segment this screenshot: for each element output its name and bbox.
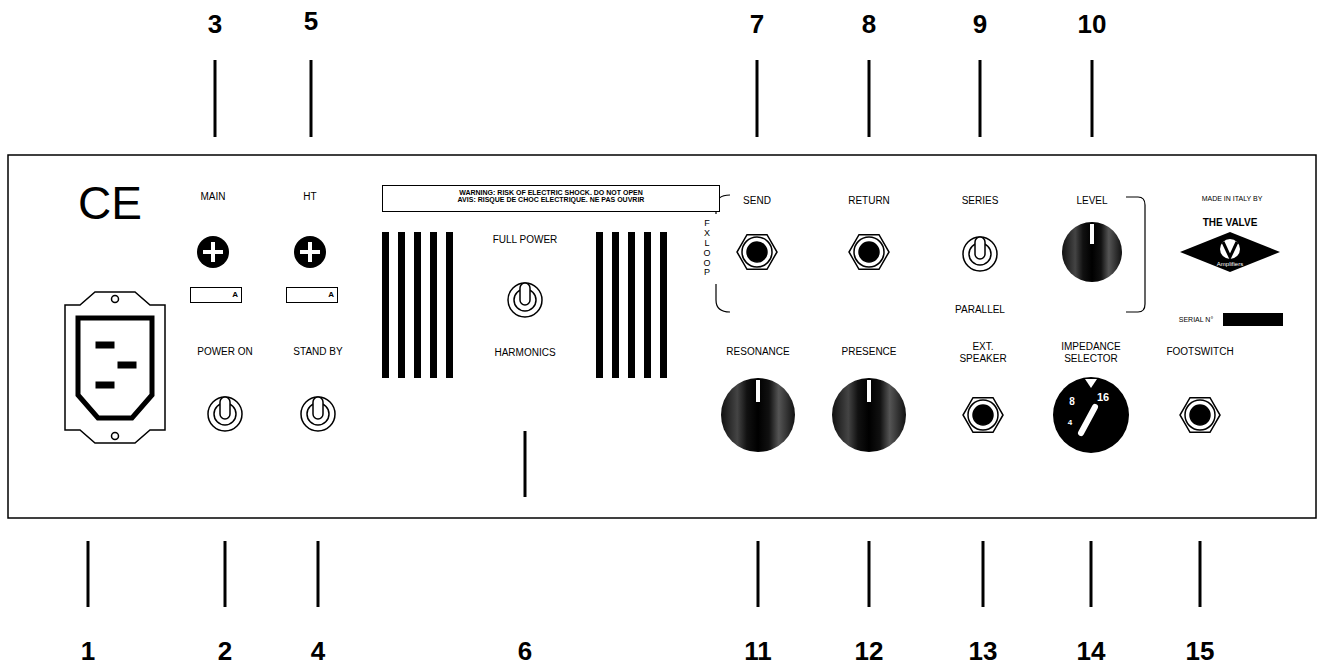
callout-number: 11 — [744, 637, 772, 667]
fuse-rating: A — [193, 291, 238, 299]
callout-number: 12 — [855, 637, 884, 667]
dial-value: 16 — [1097, 391, 1109, 404]
callout-number: 15 — [1186, 637, 1215, 667]
panel-outline — [8, 155, 1316, 518]
panel-label: FOOTSWITCH — [1166, 346, 1233, 358]
fuse-holders — [197, 236, 326, 268]
brand-text: MADE IN ITALY BY — [1202, 195, 1263, 203]
callout-number: 8 — [862, 10, 876, 40]
callout-number: 9 — [973, 10, 987, 40]
callout-number: 10 — [1078, 10, 1107, 40]
panel-label: PRESENCE — [841, 346, 896, 358]
callout-number: 6 — [518, 637, 532, 667]
panel-label: SEND — [743, 195, 771, 207]
group-brackets — [716, 195, 1145, 312]
warning-box: WARNING: RISK OF ELECTRIC SHOCK. DO NOT … — [382, 185, 720, 212]
panel-label: IMPEDANCE SELECTOR — [1043, 341, 1139, 364]
panel-label: HT — [303, 191, 316, 203]
panel-label: MAIN — [201, 191, 226, 203]
vent-slots — [382, 232, 667, 378]
panel-label: HARMONICS — [494, 347, 555, 359]
callout-number: 5 — [304, 7, 318, 37]
fuse-rating: A — [289, 291, 334, 299]
fuse-rating-box: A — [286, 287, 338, 303]
callout-number: 2 — [218, 637, 232, 667]
dial-value: 4 — [1068, 418, 1072, 427]
panel-label: PARALLEL — [955, 304, 1005, 316]
panel-label: POWER ON — [197, 346, 253, 358]
iec-socket — [65, 292, 165, 443]
brand-name: THE VALVE — [1203, 217, 1258, 229]
leader-lines — [88, 60, 1200, 607]
ce-mark: CE — [78, 177, 142, 230]
panel-label: EXT. SPEAKER — [952, 341, 1014, 364]
panel-label: STAND BY — [293, 346, 342, 358]
warning-text: AVIS: RISQUE DE CHOC ELECTRIQUE. NE PAS … — [415, 196, 687, 203]
callout-number: 4 — [311, 637, 325, 667]
warning-text: WARNING: RISK OF ELECTRIC SHOCK. DO NOT … — [415, 189, 687, 196]
brand-logo — [1180, 232, 1283, 326]
panel-label: RESONANCE — [726, 346, 789, 358]
callout-number: 7 — [750, 10, 764, 40]
fuse-rating-box: A — [190, 287, 242, 303]
callout-number: 1 — [81, 637, 95, 667]
panel-label: RETURN — [848, 195, 890, 207]
jack-sockets — [737, 235, 1220, 433]
panel-label: FULL POWER — [493, 234, 558, 246]
brand-text: Amplifiers — [1217, 261, 1243, 268]
panel-label: SERIAL N° — [1179, 316, 1213, 324]
panel-label: FX LOOP — [703, 219, 710, 278]
panel-label: SERIES — [962, 195, 999, 207]
panel-label: LEVEL — [1076, 195, 1107, 207]
impedance-dial — [1053, 377, 1129, 453]
callout-number: 3 — [208, 10, 222, 40]
callout-number: 13 — [969, 637, 998, 667]
dial-value: 8 — [1069, 396, 1075, 408]
callout-number: 14 — [1077, 637, 1106, 667]
